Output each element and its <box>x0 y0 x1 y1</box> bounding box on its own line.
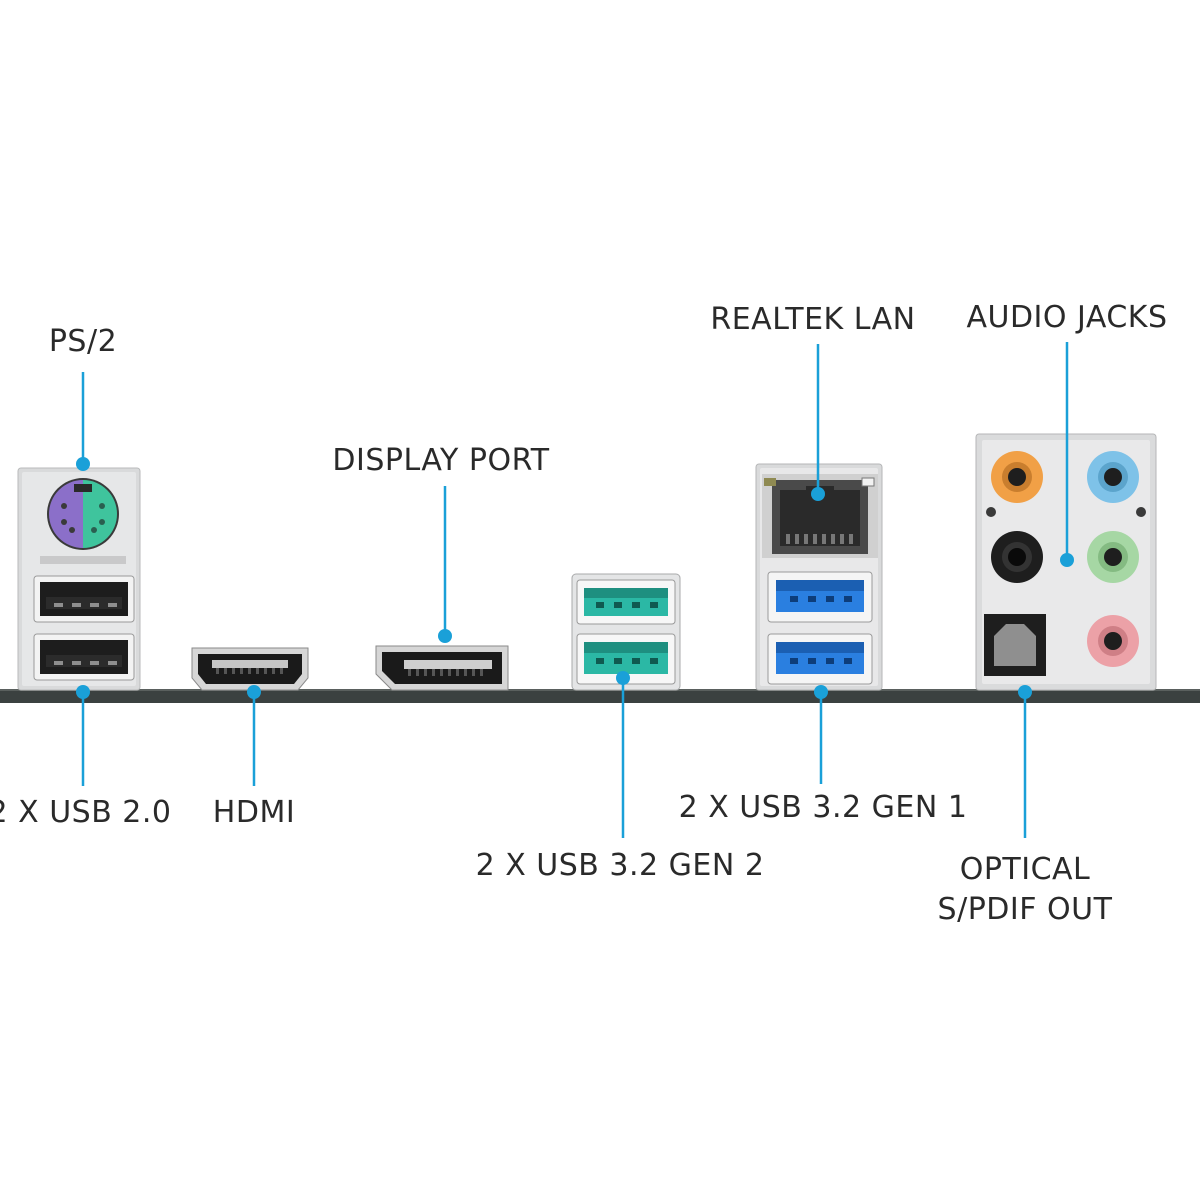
label-optical-line2: S/PDIF OUT <box>937 892 1113 927</box>
label-ps2: PS/2 <box>48 324 118 359</box>
label-usb20: 2 X USB 2.0 <box>0 795 172 830</box>
audio-jack-green-icon <box>1087 531 1139 583</box>
usb2-port-top <box>33 575 135 623</box>
usb32-gen2-port-top <box>576 579 676 625</box>
audio-jack-pink-icon <box>1087 615 1139 667</box>
callout-dot-audio <box>1060 553 1074 567</box>
callout-dot-hdmi <box>247 685 261 699</box>
audio-jack-black-icon <box>991 531 1043 583</box>
audio-jack-blue-icon <box>1087 451 1139 503</box>
label-usb32gen2: 2 X USB 3.2 GEN 2 <box>475 848 765 883</box>
label-realtek-lan: REALTEK LAN <box>710 302 916 337</box>
audio-jack-orange-icon <box>991 451 1043 503</box>
callout-dot-usb32gen2 <box>616 671 630 685</box>
label-usb32gen1: 2 X USB 3.2 GEN 1 <box>678 790 968 825</box>
displayport-port-icon <box>375 645 509 691</box>
label-optical-line1: OPTICAL <box>959 852 1091 887</box>
ethernet-port-icon <box>762 474 878 558</box>
callout-dot-optical <box>1018 685 1032 699</box>
label-optical-spdif: OPTICAL S/PDIF OUT <box>938 850 1113 930</box>
lan-usb32-gen1-stack <box>755 463 883 691</box>
ps2-port-icon <box>47 478 119 550</box>
callout-dot-ps2 <box>76 457 90 471</box>
usb32-gen2-stack <box>571 573 681 691</box>
motherboard-pcb <box>0 689 1200 703</box>
label-audio-jacks: AUDIO JACKS <box>966 300 1168 335</box>
usb32-gen2-port-bottom <box>576 633 676 685</box>
optical-spdif-port-icon <box>984 614 1046 676</box>
callout-dot-displayport <box>438 629 452 643</box>
usb2-port-bottom <box>33 633 135 681</box>
callout-dot-usb32gen1 <box>814 685 828 699</box>
label-displayport: DISPLAY PORT <box>332 443 550 478</box>
callout-dot-usb20 <box>76 685 90 699</box>
usb32-gen1-port-bottom <box>767 633 873 685</box>
label-hdmi: HDMI <box>212 795 296 830</box>
usb32-gen1-port-top <box>767 571 873 623</box>
ps2-usb2-stack <box>17 467 141 691</box>
hdmi-port-icon <box>191 647 309 691</box>
callout-dot-lan <box>811 487 825 501</box>
